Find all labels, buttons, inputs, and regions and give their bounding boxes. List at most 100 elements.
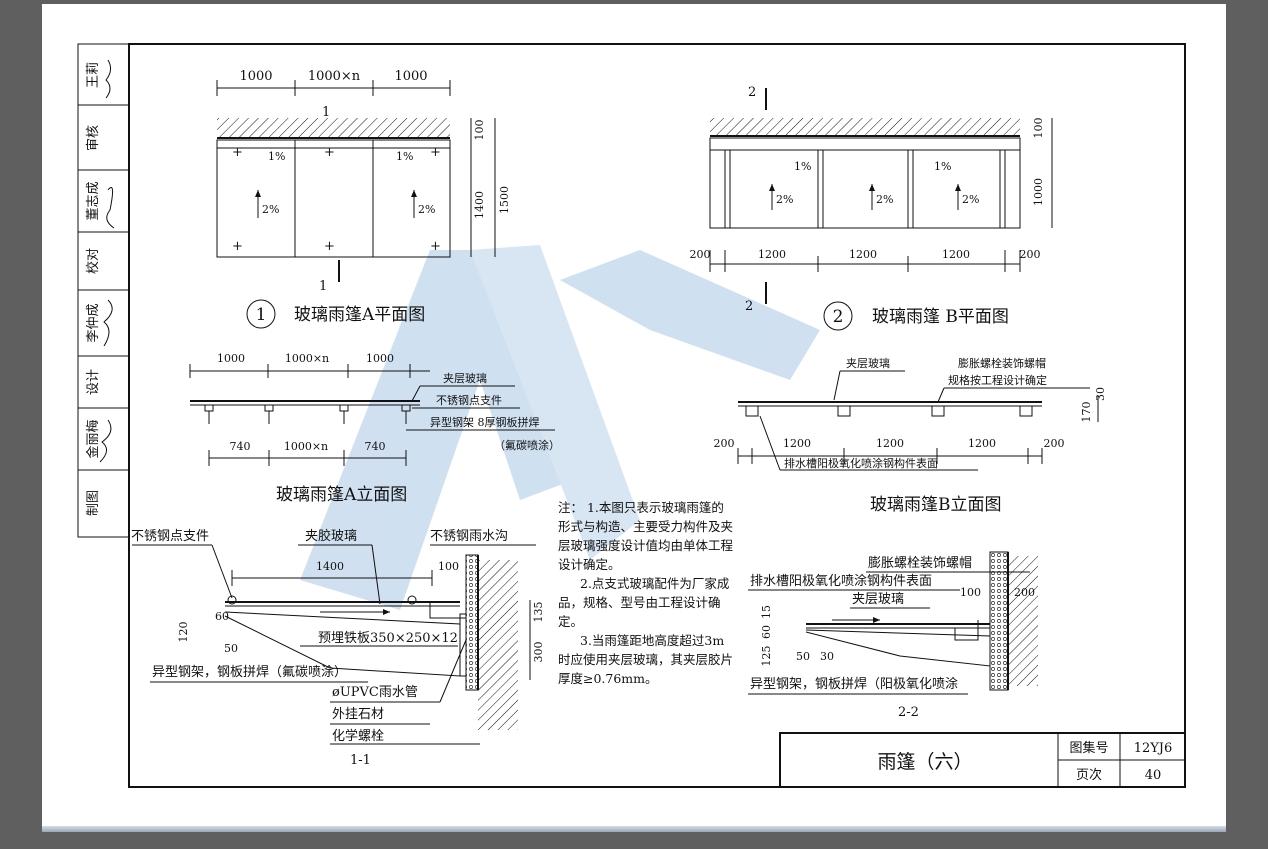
elev-b-title: 玻璃雨篷B立面图 <box>870 495 1002 515</box>
atlas-number: 12YJ6 <box>1134 741 1173 756</box>
signer-role: 校对 <box>85 248 101 274</box>
dim-label: 1000×n <box>285 352 329 365</box>
point-mark: + <box>430 145 441 160</box>
dim-label: 740 <box>365 440 386 453</box>
slope-label: 2% <box>962 193 979 206</box>
signer-role: 制图 <box>86 490 101 516</box>
point-mark: + <box>232 145 243 160</box>
canopy-glass-outline <box>216 139 451 258</box>
section-1-1-title: 1-1 <box>350 753 371 768</box>
page-label: 页次 <box>1076 767 1102 783</box>
wall-hatch <box>217 118 450 138</box>
callout-label: 不锈钢雨水沟 <box>430 529 508 544</box>
dim-label: 60 <box>760 625 773 639</box>
dim-label: 50 <box>224 642 238 655</box>
dim-label: 740 <box>230 440 251 453</box>
point-mark: + <box>324 145 335 160</box>
dim-label: 100 <box>473 120 486 141</box>
dim-label: 300 <box>532 642 545 663</box>
dim-label: 1200 <box>758 248 786 261</box>
callout-label: 排水槽阳极氧化喷涂钢构件表面 <box>750 573 932 589</box>
section-2-2-title: 2-2 <box>898 705 919 720</box>
wall-hatch <box>710 118 1020 136</box>
elevation-a: 1000 1000×n 1000 740 1000×n 740 夹层玻璃 不锈钢… <box>189 352 560 505</box>
detail-number: 2 <box>833 307 844 327</box>
callout-label: （氟碳喷涂） <box>494 438 560 452</box>
plan-b-title: 玻璃雨篷 B平面图 <box>872 307 1009 327</box>
detail-number: 1 <box>256 305 267 325</box>
drawing-sheet <box>42 4 1226 830</box>
notes-block: 注： 1.本图只表示玻璃雨篷的形式与构造、主要受力构件及夹层玻璃强度设计值均由单… <box>558 498 734 688</box>
atlas-label: 图集号 <box>1069 740 1108 756</box>
slope-label: 2% <box>876 193 893 206</box>
dim-label: 15 <box>760 605 773 619</box>
slope-label: 1% <box>396 150 413 163</box>
note-item: 注： 1.本图只表示玻璃雨篷的形式与构造、主要受力构件及夹层玻璃强度设计值均由单… <box>558 500 734 572</box>
dim-label: 1000 <box>217 352 245 365</box>
callout-label: 膨胀螺栓装饰螺帽 <box>958 356 1046 370</box>
wall-hatch <box>1008 556 1038 686</box>
signer-role: 设计 <box>86 369 101 395</box>
callout-label: 不锈钢点支件 <box>131 529 209 544</box>
dim-label: 30 <box>1094 387 1107 401</box>
dim-label: 1200 <box>968 437 996 450</box>
point-mark: + <box>324 239 335 254</box>
section-mark: 1 <box>322 105 330 120</box>
signer-name: 李仲成 <box>86 303 101 342</box>
dim-label: 1000 <box>1032 178 1045 206</box>
dim-label: 30 <box>820 650 834 663</box>
dim-label: 1000 <box>366 352 394 365</box>
callout-label: 夹层玻璃 <box>852 592 904 607</box>
dim-label: 1200 <box>783 437 811 450</box>
section-mark: 2 <box>745 299 753 314</box>
handwritten-signature <box>99 59 115 463</box>
callout-label: øUPVC雨水管 <box>332 685 418 700</box>
slope-label: 1% <box>268 150 285 163</box>
section-1-1: 不锈钢点支件 夹胶玻璃 不锈钢雨水沟 1400 100 60 120 50 预埋… <box>131 528 545 768</box>
dim-label: 120 <box>177 622 190 643</box>
callout-label: 异型钢架，钢板拼焊（氟碳喷涂） <box>152 664 347 680</box>
dim-label: 135 <box>532 602 545 623</box>
dim-label: 1500 <box>498 186 511 214</box>
callout-label: 异型钢架 8厚钢板拼焊 <box>430 415 540 429</box>
signer-name: 董志成 <box>86 181 101 220</box>
slope-label: 2% <box>776 193 793 206</box>
canopy-glass-outline <box>709 137 1021 229</box>
dim-label: 200 <box>714 437 735 450</box>
callout-label: 预埋铁板350×250×12 <box>318 631 458 646</box>
point-mark: + <box>232 239 243 254</box>
callout-label: 外挂石材 <box>332 707 384 722</box>
dim-label: 200 <box>1020 248 1041 261</box>
slope-label: 1% <box>934 160 951 173</box>
dim-label: 100 <box>960 586 981 599</box>
dim-label: 200 <box>1014 586 1035 599</box>
callout-label: 异型钢架，钢板拼焊（阳极氧化喷涂 <box>750 676 958 692</box>
callout-label: 夹胶玻璃 <box>305 528 357 544</box>
dim-label: 200 <box>1044 437 1065 450</box>
dim-label: 1000 <box>394 69 427 84</box>
signer-name: 王莉 <box>86 62 101 88</box>
dim-label: 1200 <box>849 248 877 261</box>
callout-label: 膨胀螺栓装饰螺帽 <box>868 555 972 571</box>
stone-cladding <box>465 554 479 691</box>
plan-a: 1000 1000×n 1000 1% 1% 2% 2% ++ ++ ++ 10… <box>216 69 511 329</box>
signer-name: 金丽梅 <box>85 419 101 458</box>
sheet-title: 雨篷（六） <box>877 751 972 773</box>
dim-label: 50 <box>796 650 810 663</box>
dim-label: 1400 <box>473 191 486 219</box>
section-mark: 1 <box>319 279 327 294</box>
callout-label: 不锈钢点支件 <box>436 394 502 407</box>
dim-label: 1200 <box>942 248 970 261</box>
callout-label: 化学螺栓 <box>332 728 384 744</box>
note-item: 3.当雨篷距地高度超过3m时应使用夹层玻璃，其夹层胶片厚度≥0.76mm。 <box>558 633 734 686</box>
dim-label: 1000×n <box>308 69 361 84</box>
callout-label: 夹层玻璃 <box>443 371 487 385</box>
section-2-2: 膨胀螺栓装饰螺帽 排水槽阳极氧化喷涂钢构件表面 夹层玻璃 100 200 15 … <box>748 551 1038 720</box>
plan-a-title: 玻璃雨篷A平面图 <box>294 305 425 325</box>
dim-label: 170 <box>1080 402 1093 423</box>
dim-label: 60 <box>215 610 229 623</box>
dim-label: 125 <box>760 646 773 667</box>
note-item: 2.点支式玻璃配件为厂家成品，规格、型号由工程设计确定。 <box>558 576 730 629</box>
slope-label: 1% <box>794 160 811 173</box>
callout-label: 排水槽阳极氧化喷涂钢构件表面 <box>784 456 938 470</box>
